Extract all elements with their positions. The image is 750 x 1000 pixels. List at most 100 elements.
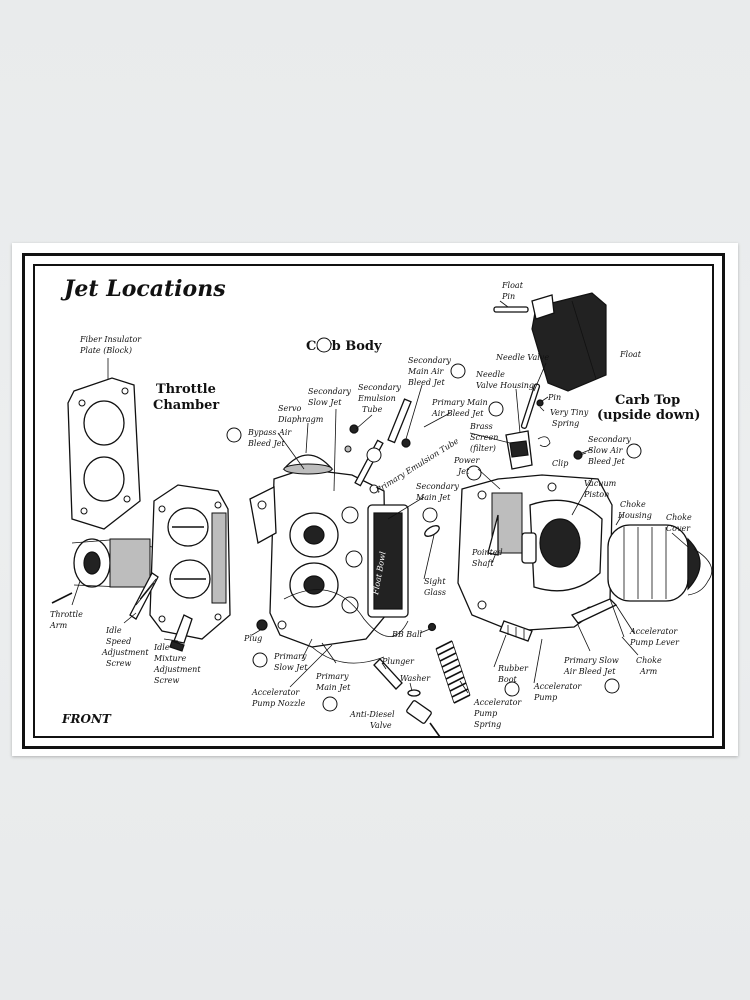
label-choke-cover-2: Cover	[666, 524, 691, 533]
label-power-jet-1: Power	[453, 456, 480, 465]
throttle-chamber-body	[149, 484, 231, 640]
label-idle-speed-3: Adjustment	[101, 648, 149, 657]
label-accelerator-pump-nozzle-1: Accelerator	[251, 688, 300, 697]
label-idle-speed-4: Screw	[106, 659, 132, 668]
label-idle-speed-2: Speed	[106, 637, 131, 646]
label-secondary-emulsion-1: Secondary	[358, 383, 401, 392]
poster-outer-border	[22, 253, 725, 749]
label-secondary-emulsion-3: Tube	[362, 405, 383, 414]
label-servo-diaphragm-2: Diaphragm	[277, 415, 324, 424]
label-very-tiny-spring-2: Spring	[552, 419, 579, 428]
small-parts-top	[536, 399, 583, 460]
bb-ball-part	[427, 622, 437, 632]
anti-diesel-valve-part	[406, 700, 441, 738]
label-primary-slow-air-2: Air Bleed Jet	[563, 667, 616, 676]
label-secondary-slow-air-2: Slow Air	[588, 446, 624, 455]
part-labels: Fiber Insulator Plate (Block) Throttle A…	[49, 281, 692, 730]
rubber-boot-part	[499, 620, 533, 642]
label-idle-mixture-1: Idle	[153, 643, 170, 652]
label-needle-valve: Needle Valve	[495, 353, 549, 362]
label-pointed-shaft-1: Pointed	[471, 548, 503, 557]
label-bypass-air-1: Bypass Air	[247, 428, 292, 437]
label-accelerator-pump-spring-2: Pump	[473, 709, 497, 718]
label-servo-diaphragm-1: Servo	[278, 404, 302, 413]
label-choke-housing-2: Housing	[617, 511, 652, 520]
label-sight-glass-1: Sight	[424, 577, 446, 586]
label-needle-valve-housing-1: Needle	[475, 370, 505, 379]
label-float-pin-1: Float	[501, 281, 524, 290]
label-secondary-main-air-1: Secondary	[408, 356, 451, 365]
label-idle-speed-1: Idle	[105, 626, 122, 635]
poster-inner-border	[33, 264, 714, 738]
carb-body-housing	[249, 468, 387, 648]
label-rubber-boot-2: Boot	[497, 675, 518, 684]
label-anti-diesel-1: Anti-Diesel	[349, 710, 395, 719]
label-primary-main-air-2: Air Bleed Jet	[431, 409, 484, 418]
label-secondary-slow-jet-1: Secondary	[308, 387, 351, 396]
leader-lines	[71, 300, 689, 694]
idle-mixture-screw	[169, 614, 193, 652]
washer-part	[407, 689, 421, 697]
label-brass-screen-1: Brass	[469, 422, 493, 431]
label-primary-slow-air-1: Primary Slow	[563, 656, 619, 665]
carb-top-housing	[457, 474, 613, 632]
label-secondary-main-air-2: Main Air	[407, 367, 445, 376]
label-idle-mixture-4: Screw	[154, 676, 180, 685]
plunger-part	[373, 658, 403, 690]
accelerator-pump-spring-part	[435, 640, 471, 704]
label-accelerator-pump-lever-2: Pump Lever	[629, 638, 680, 647]
label-brass-screen-3: (filter)	[470, 444, 496, 453]
label-pointed-shaft-2: Shaft	[472, 559, 494, 568]
label-choke-cover-1: Choke	[666, 513, 692, 522]
label-secondary-slow-jet-2: Slow Jet	[308, 398, 342, 407]
label-idle-mixture-2: Mixture	[153, 654, 186, 663]
label-vacuum-piston-1: Vacuum	[584, 479, 617, 488]
idle-speed-screw	[129, 572, 159, 620]
float-part	[531, 292, 607, 392]
label-primary-main-jet-1: Primary	[315, 672, 349, 681]
label-power-jet-2: Jet	[456, 467, 470, 476]
needle-valve-housing-part	[505, 383, 541, 470]
label-rubber-boot-1: Rubber	[497, 664, 529, 673]
choke-housing-part	[607, 524, 701, 602]
label-washer: Washer	[400, 674, 431, 683]
label-float-pin-2: Pin	[501, 292, 515, 301]
label-throttle-arm-2: Arm	[49, 621, 68, 630]
label-accelerator-pump-2: Pump	[533, 693, 557, 702]
label-sight-glass-2: Glass	[424, 588, 446, 597]
label-needle-valve-housing-2: Valve Housing	[476, 381, 534, 390]
pointed-shaft-part	[487, 514, 499, 556]
choke-cover-part	[687, 548, 713, 596]
float-bowl	[367, 504, 409, 618]
label-plunger: Plunger	[381, 657, 415, 666]
label-accelerator-pump-1: Accelerator	[533, 682, 582, 691]
label-accelerator-pump-spring-3: Spring	[474, 720, 501, 729]
carburetor-diagram: Jet Locations FRONT Throttle Chamber Car…	[49, 276, 713, 738]
plug-part	[256, 619, 268, 631]
label-secondary-emulsion-2: Emulsion	[357, 394, 396, 403]
poster: Jet Locations FRONT Throttle Chamber Car…	[12, 243, 738, 756]
label-secondary-main-jet-2: Main Jet	[415, 493, 451, 502]
fiber-insulator-plate	[67, 377, 141, 530]
float-pin-part	[493, 306, 529, 313]
label-float: Float	[619, 350, 642, 359]
label-secondary-slow-air-3: Bleed Jet	[587, 457, 626, 466]
label-throttle-arm-1: Throttle	[50, 610, 83, 619]
label-primary-slow-jet-2: Slow Jet	[274, 663, 308, 672]
label-bb-ball: BB Ball	[391, 630, 423, 639]
label-accelerator-pump-nozzle-2: Pump Nozzle	[251, 699, 306, 708]
label-fiber-insulator-2: Plate (Block)	[79, 346, 132, 355]
servo-diaphragm-part	[282, 454, 334, 475]
label-accelerator-pump-spring-1: Accelerator	[473, 698, 522, 707]
connecting-rods	[283, 589, 409, 664]
diagram-title: Jet Locations	[60, 276, 226, 302]
carb-top-heading-1: Carb Top	[615, 393, 680, 408]
label-secondary-main-jet-1: Secondary	[416, 482, 459, 491]
label-brass-screen-2: Screen	[470, 433, 498, 442]
throttle-chamber-heading-1: Throttle	[156, 382, 216, 397]
label-idle-mixture-3: Adjustment	[153, 665, 201, 674]
label-primary-main-jet-2: Main Jet	[315, 683, 351, 692]
label-primary-slow-jet-1: Primary	[273, 652, 307, 661]
label-bypass-air-2: Bleed Jet	[247, 439, 286, 448]
label-very-tiny-spring-1: Very Tiny	[550, 408, 589, 417]
